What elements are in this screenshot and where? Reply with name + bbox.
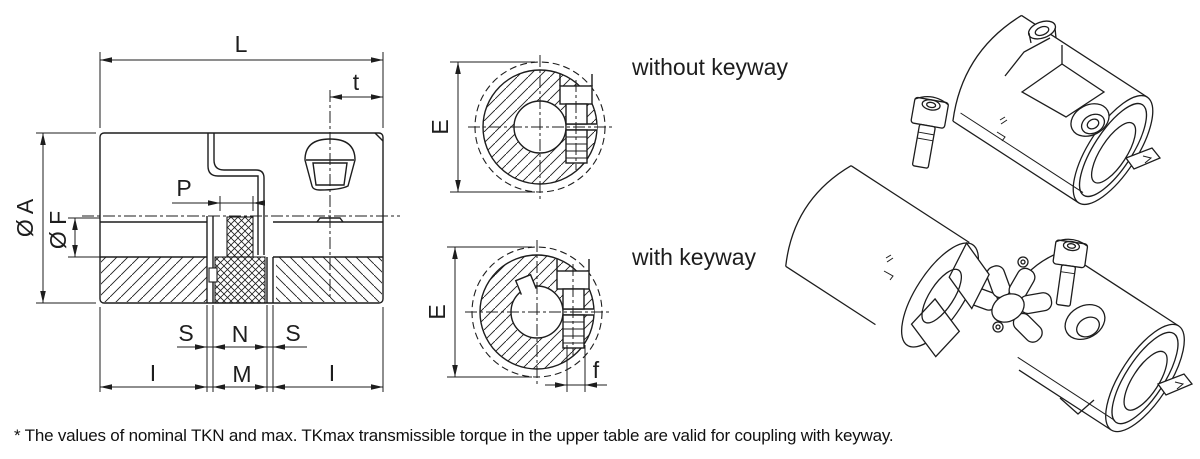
iso-left-hub (785, 165, 990, 358)
isometric-rendering (785, 14, 1194, 433)
iso-right-hub (1007, 250, 1194, 433)
dim-f (545, 345, 607, 392)
dim-E-upper (450, 61, 535, 193)
side-view-dimensions (36, 52, 384, 392)
side-section-view (82, 90, 400, 304)
label-I-left: I (150, 360, 156, 386)
label-E-lower: E (424, 304, 450, 319)
stamp-mark (996, 116, 1008, 142)
jaw-slot (207, 133, 265, 255)
label-I-right: I (329, 360, 335, 386)
left-hub-section-hatch (101, 257, 382, 302)
iso-clamp-slit-notch (1059, 397, 1095, 415)
footnote-text: * The values of nominal TKN and max. TKm… (14, 426, 894, 445)
corner-chamfer (374, 132, 384, 142)
centerlines (82, 90, 400, 298)
dim-E-lower (447, 246, 532, 378)
label-N: N (232, 321, 249, 347)
iso-keyway (1124, 147, 1162, 170)
caption-with-keyway: with keyway (632, 244, 756, 270)
iso-screw-pocket (1070, 103, 1110, 137)
iso-screw-lower (1052, 238, 1089, 307)
front-view-without-keyway (468, 55, 612, 199)
label-t: t (353, 69, 360, 95)
side-view-dimension-labels: L t P Ø A Ø F S N S I M I (12, 31, 360, 387)
stamp-mark (883, 254, 894, 281)
label-P: P (176, 175, 191, 201)
label-diaF: Ø F (45, 211, 71, 249)
iso-keyway (1156, 373, 1194, 396)
iso-upper-hub (952, 14, 1162, 206)
label-diaA: Ø A (12, 198, 38, 237)
caption-without-keyway: without keyway (632, 54, 788, 80)
label-S-right: S (285, 320, 300, 346)
iso-screw-pocket (1064, 303, 1106, 341)
iso-screw-upper (910, 95, 949, 169)
label-E-upper: E (427, 119, 453, 134)
label-S-left: S (178, 320, 193, 346)
keyway-notch (514, 273, 537, 295)
label-M: M (232, 361, 251, 387)
hub-spider-gaps (206, 216, 274, 303)
label-f: f (593, 357, 600, 383)
bore-edges (100, 217, 383, 258)
iso-top-screw (1027, 20, 1057, 44)
front-view-with-keyway (465, 240, 609, 384)
front-view-centerlines (465, 240, 609, 384)
front-view-centerlines (468, 55, 612, 199)
label-L: L (235, 31, 248, 57)
iso-jaw-cut (1004, 37, 1051, 77)
